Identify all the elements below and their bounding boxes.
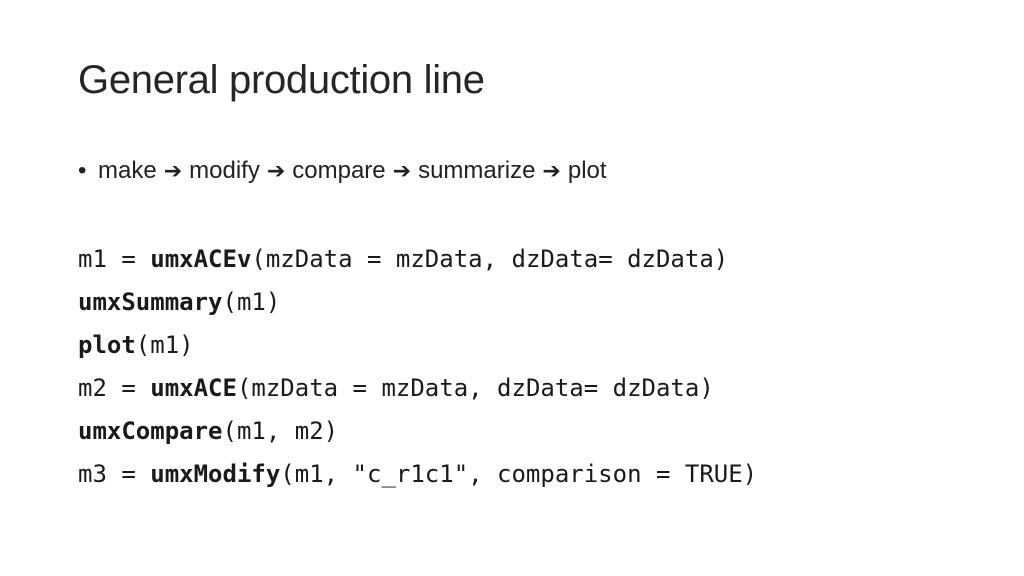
slide-title: General production line bbox=[78, 58, 485, 102]
code-function: umxSummary bbox=[78, 288, 223, 316]
code-line-4: m2 = umxACE(mzData = mzData, dzData= dzD… bbox=[78, 367, 757, 410]
code-prefix: m2 = bbox=[78, 374, 151, 402]
code-block: m1 = umxACEv(mzData = mzData, dzData= dz… bbox=[78, 238, 757, 496]
step-compare: compare bbox=[292, 157, 386, 184]
code-function: plot bbox=[78, 331, 136, 359]
code-prefix: m3 = bbox=[78, 460, 151, 488]
step-summarize: summarize bbox=[418, 157, 536, 184]
arrow-right-icon: ➔ bbox=[163, 158, 183, 183]
arrow-right-icon: ➔ bbox=[266, 158, 286, 183]
code-args: (mzData = mzData, dzData= dzData) bbox=[251, 245, 729, 273]
arrow-right-icon: ➔ bbox=[542, 158, 561, 183]
step-plot: plot bbox=[567, 157, 607, 184]
code-args: (m1, "c_r1c1", comparison = TRUE) bbox=[280, 460, 758, 488]
code-function: umxACE bbox=[150, 374, 237, 402]
code-line-3: plot(m1) bbox=[78, 324, 757, 367]
code-line-5: umxCompare(m1, m2) bbox=[78, 410, 757, 453]
step-modify: modify bbox=[189, 157, 260, 184]
code-args: (m1) bbox=[135, 331, 194, 359]
code-function: umxACEv bbox=[150, 245, 252, 273]
code-args: (mzData = mzData, dzData= dzData) bbox=[236, 374, 714, 402]
code-function: umxCompare bbox=[78, 417, 223, 445]
code-prefix: m1 = bbox=[78, 245, 151, 273]
code-function: umxModify bbox=[150, 460, 281, 488]
code-line-1: m1 = umxACEv(mzData = mzData, dzData= dz… bbox=[78, 238, 757, 281]
arrow-right-icon: ➔ bbox=[392, 158, 412, 183]
code-args: (m1, m2) bbox=[222, 417, 339, 445]
workflow-bullet: • make ➔ modify ➔ compare ➔ summarize ➔ … bbox=[78, 157, 607, 185]
code-line-6: m3 = umxModify(m1, "c_r1c1", comparison … bbox=[78, 453, 757, 496]
step-make: make bbox=[98, 157, 157, 184]
code-args: (m1) bbox=[222, 288, 281, 316]
bullet-marker: • bbox=[78, 157, 87, 184]
code-line-2: umxSummary(m1) bbox=[78, 281, 757, 324]
